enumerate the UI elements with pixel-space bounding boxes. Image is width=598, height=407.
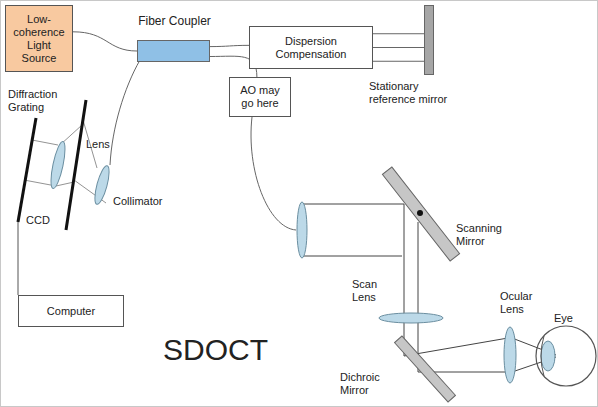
fiber-connector (373, 61, 424, 62)
dichroic-mirror (395, 336, 456, 402)
fiber-connector (210, 45, 249, 46)
component-label: Dichroic Mirror (340, 371, 394, 397)
fiber-connector (373, 33, 424, 34)
connector (210, 45, 249, 46)
spectrometer-lens (48, 140, 68, 189)
connector (373, 34, 424, 62)
node-label: Computer (47, 305, 95, 318)
diagram-name: SDOCT (163, 332, 268, 368)
scan-lens (379, 313, 443, 323)
component-label: CCD (26, 214, 50, 227)
ao-box: AO may go here (229, 77, 291, 117)
fiber-to-collimator (110, 60, 140, 165)
eye-lens (541, 341, 555, 371)
light-source-box: Low-coherence Light Source (5, 5, 73, 72)
fibers (18, 60, 296, 295)
connector (73, 32, 137, 51)
diffraction-grating (66, 100, 86, 230)
component-label: Scanning Mirror (456, 222, 512, 248)
mirror-pivot (417, 210, 423, 216)
component-label: Lens (86, 138, 110, 151)
component-label: Diffraction Grating (8, 88, 68, 114)
fiber-to-sample-arm (251, 117, 296, 230)
beam (302, 204, 404, 205)
node-label: Stationary reference mirror (369, 80, 465, 106)
fiber-coupler: Fiber Coupler (137, 40, 210, 62)
node-label: Fiber Coupler (128, 15, 221, 28)
beam (404, 204, 405, 356)
beam (302, 256, 402, 257)
ccd-cable (18, 222, 19, 295)
ray (32, 140, 58, 145)
component-label: Eye (554, 312, 573, 325)
beam (418, 222, 419, 372)
fiber-connector (373, 47, 424, 48)
component-label: Collimator (113, 195, 163, 208)
component-label: Scan Lens (352, 278, 390, 304)
input-lens (297, 202, 307, 258)
eye-outline (536, 326, 596, 386)
ccd-array (18, 118, 36, 222)
collimator-lens (92, 164, 112, 205)
fiber-connector (73, 32, 137, 51)
component-label: Ocular Lens (500, 290, 550, 316)
computer-box: Computer (18, 295, 124, 327)
scanning-mirror (382, 167, 459, 261)
node-label: AO may go here (234, 84, 286, 110)
reference-mirror: Stationary reference mirror (424, 5, 434, 75)
dispersion-box: Dispersion Compensation (249, 26, 373, 69)
ray (56, 182, 74, 186)
cornea (541, 336, 544, 376)
beam (404, 338, 508, 356)
spectrometer-rays (24, 120, 106, 203)
node-label: Dispersion Compensation (254, 35, 368, 61)
node-label: Low-coherence Light Source (10, 13, 68, 65)
ocular-lens (504, 327, 516, 383)
